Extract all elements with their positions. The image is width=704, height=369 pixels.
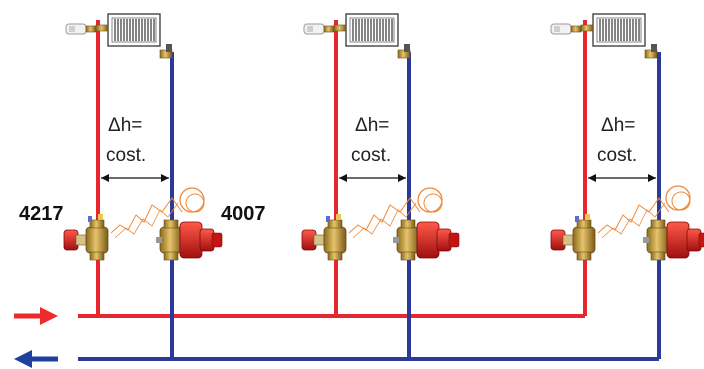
balancing-valve-icon — [301, 213, 347, 261]
balancing-valve-icon — [63, 213, 109, 261]
supply-flow-arrow — [14, 307, 58, 325]
dh-label-line2: cost. — [351, 145, 391, 166]
capillary-tube — [597, 197, 670, 234]
pressure-controller-icon — [392, 219, 460, 261]
dh-label-line2: cost. — [597, 145, 637, 166]
pressure-controller-icon — [155, 219, 223, 261]
riser-2: Δh= cost. — [301, 13, 460, 359]
radiator-icon — [65, 13, 173, 59]
dh-label-line1: Δh= — [108, 115, 142, 136]
dh-label-line1: Δh= — [355, 115, 389, 136]
dh-label-line1: Δh= — [601, 115, 635, 136]
capillary-coil-icon — [179, 187, 205, 213]
pressure-controller-icon — [642, 219, 704, 261]
balancing-valve-icon — [550, 213, 596, 261]
capillary-coil-icon — [665, 185, 691, 211]
dh-dimension — [101, 174, 169, 182]
dh-label-line2: cost. — [106, 145, 146, 166]
dh-dimension — [339, 174, 406, 182]
capillary-tube — [348, 197, 421, 234]
capillary-coil-icon — [417, 187, 443, 213]
right-valve-code-label: 4007 — [221, 203, 266, 225]
radiator-icon — [303, 13, 411, 59]
return-flow-arrow — [14, 350, 58, 368]
left-valve-code-label: 4217 — [19, 203, 64, 225]
radiator-icon — [550, 13, 658, 59]
dh-dimension — [588, 174, 656, 182]
riser-1: Δh= cost. — [63, 13, 223, 359]
capillary-tube — [110, 197, 183, 234]
riser-3: Δh= cost. — [550, 13, 704, 359]
